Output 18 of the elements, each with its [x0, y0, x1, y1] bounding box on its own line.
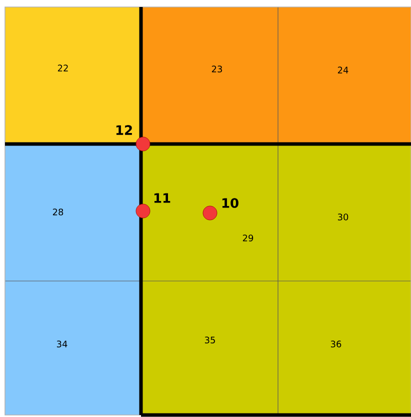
- grid-cell: 36: [278, 281, 411, 415]
- grid-cell: 30: [278, 144, 411, 281]
- node-label: 23: [212, 66, 222, 72]
- point-label: 10: [222, 198, 238, 208]
- node-label: 30: [338, 214, 348, 220]
- grid-cell: 24: [278, 7, 411, 144]
- node-label: 24: [338, 66, 348, 74]
- node-label: 34: [56, 340, 68, 348]
- grid-cell: 23: [141, 7, 278, 144]
- point-label: 12: [116, 125, 132, 135]
- grid-cell: 35: [141, 281, 278, 415]
- grid-cell: 34: [5, 281, 141, 415]
- node-label: 28: [52, 208, 64, 216]
- node-label: 35: [204, 336, 215, 344]
- point-label: 11: [154, 193, 170, 203]
- grid-cell: 28: [5, 144, 141, 281]
- node-label: 29: [242, 234, 254, 242]
- node-label: 36: [330, 340, 342, 348]
